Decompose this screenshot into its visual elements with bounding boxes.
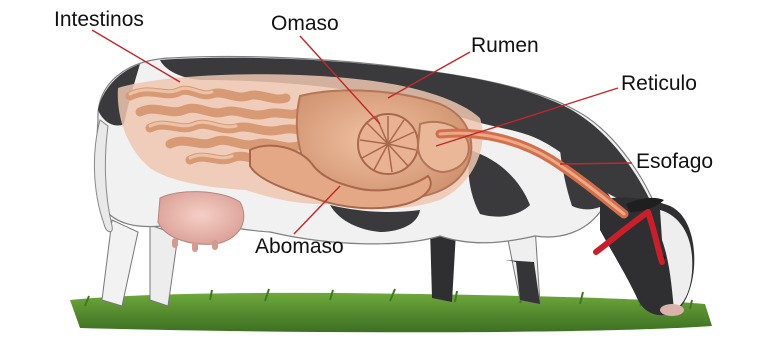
leader-esofago [560,163,632,164]
label-reticulo: Reticulo [621,73,697,94]
label-omaso: Omaso [271,13,339,34]
label-esofago: Esofago [636,151,713,172]
omaso [358,114,418,174]
label-intestinos: Intestinos [54,9,144,30]
label-abomaso: Abomaso [255,236,344,257]
label-rumen: Rumen [471,35,539,56]
